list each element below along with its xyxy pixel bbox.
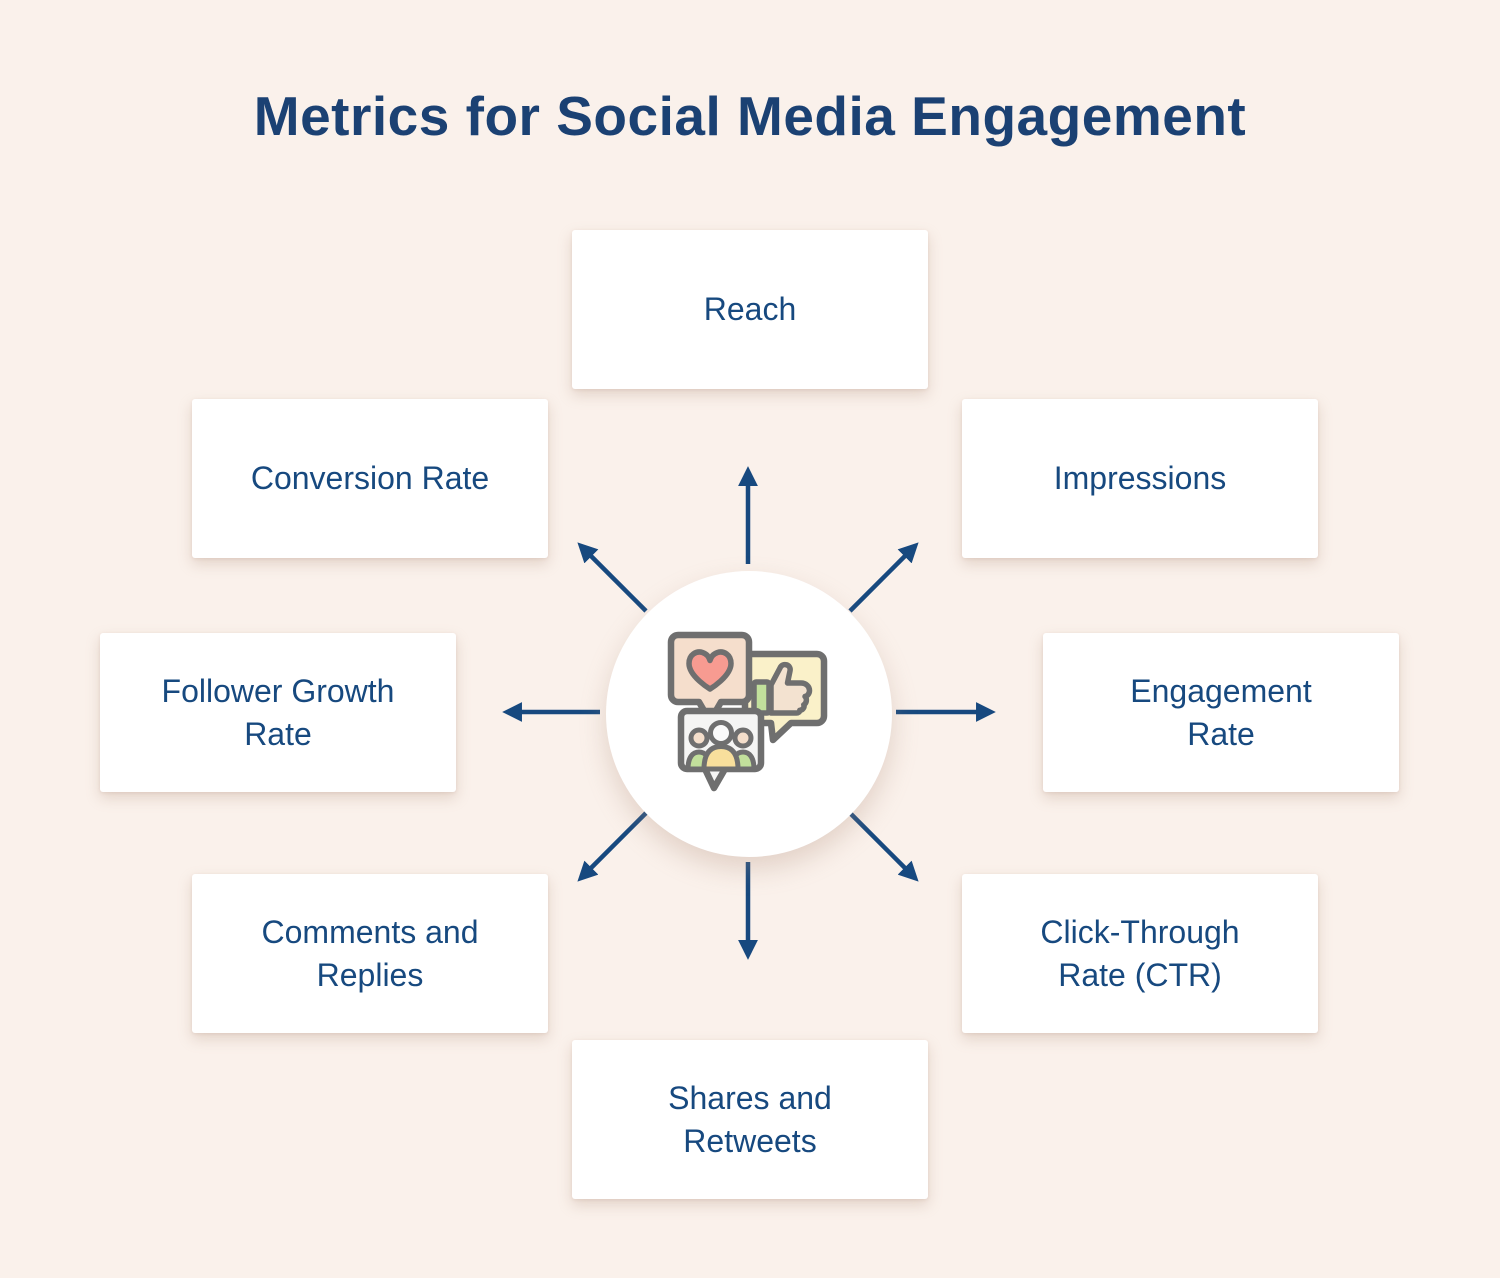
node-label: Click-Through Rate (CTR): [1040, 913, 1240, 993]
thumbs-up-icon: [768, 661, 813, 716]
node-label: Comments and Replies: [261, 913, 479, 993]
arrow-bottom-right: [848, 811, 919, 882]
center-hub: [606, 571, 892, 857]
arrow-bottom-left: [577, 811, 648, 882]
people-icon: [685, 720, 757, 772]
node-conversion-rate: Conversion Rate: [192, 399, 548, 558]
node-click-through-rate: Click-Through Rate (CTR): [962, 874, 1318, 1033]
heart-icon: [686, 649, 734, 692]
node-label: Conversion Rate: [250, 460, 490, 496]
node-reach: Reach: [572, 230, 928, 389]
node-label: Shares and Retweets: [668, 1079, 832, 1159]
arrow-top-right: [848, 542, 919, 613]
social-engagement-bubbles-icon: [667, 631, 828, 792]
node-label: Follower Growth Rate: [161, 672, 395, 752]
node-label: Engagement Rate: [1130, 672, 1312, 752]
node-follower-growth-rate: Follower Growth Rate: [100, 633, 456, 792]
people-bubble-icon: [677, 707, 765, 792]
node-label: Impressions: [1053, 460, 1227, 496]
node-impressions: Impressions: [962, 399, 1318, 558]
node-shares-and-retweets: Shares and Retweets: [572, 1040, 928, 1199]
page-title: Metrics for Social Media Engagement: [253, 85, 1247, 147]
node-label: Reach: [703, 291, 797, 327]
node-comments-and-replies: Comments and Replies: [192, 874, 548, 1033]
node-engagement-rate: Engagement Rate: [1043, 633, 1399, 792]
arrow-top-left: [577, 542, 648, 613]
